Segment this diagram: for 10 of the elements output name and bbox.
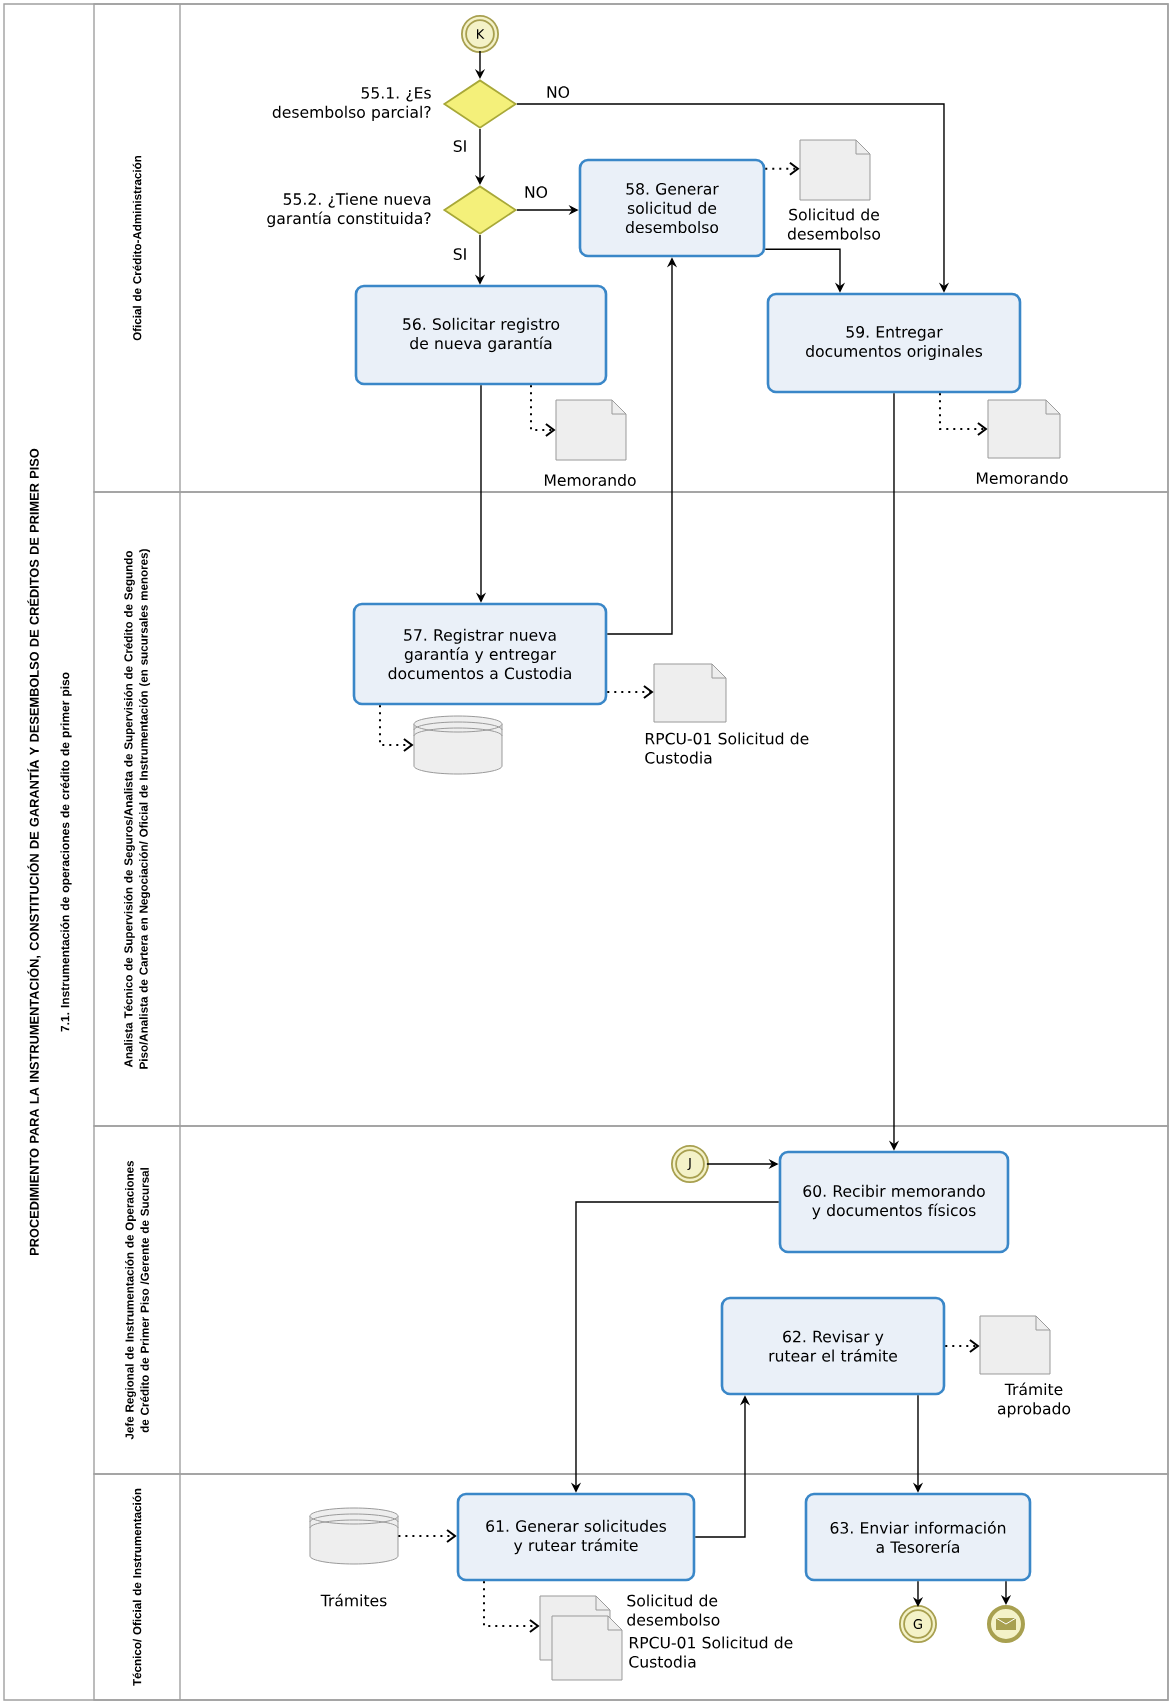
association-line (483, 1580, 540, 1633)
association-line (764, 161, 800, 176)
association-line (530, 384, 556, 437)
association-line (606, 685, 654, 699)
association-line (379, 704, 414, 752)
association-line (944, 1339, 980, 1353)
database-cylinder (413, 715, 503, 775)
association-line (939, 392, 988, 436)
message-end-event (987, 1605, 1025, 1643)
association-line (397, 1529, 457, 1543)
